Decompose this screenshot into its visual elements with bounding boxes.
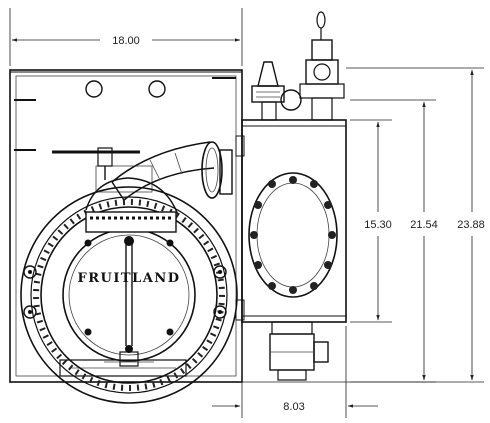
top-fittings [251,11,345,121]
dimension-height-overall: 23.88 [457,219,485,231]
drain-valve [269,321,329,381]
dimension-width-frame: 18.00 [112,35,140,47]
brand-label: FRUITLAND [77,271,180,286]
receiver-tank [235,119,347,323]
pump-handle [52,147,140,180]
dimension-height-tank: 15.30 [364,219,392,231]
dimension-height-frame: 21.54 [410,219,438,231]
pump-housing [20,165,238,404]
dimension-width-tank: 8.03 [283,401,304,413]
elbow-pipe [111,141,233,201]
mounting-hole-left [85,80,103,98]
dimension-lines [9,8,484,418]
mounting-hole-right [148,80,166,98]
